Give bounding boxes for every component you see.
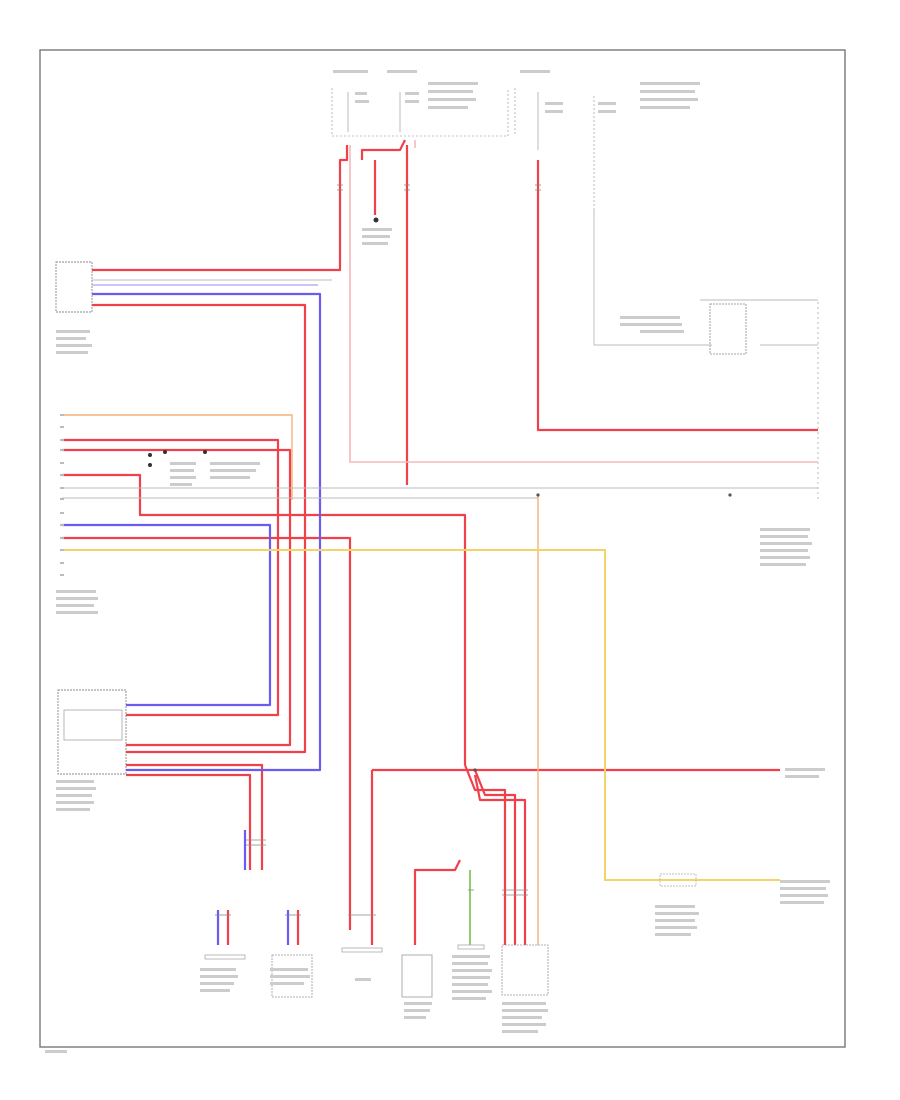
- wire-red-6: [536, 160, 818, 432]
- passenger-occupant-module: [57, 689, 127, 775]
- wires-gray: [62, 210, 818, 499]
- wire-orange-1: [62, 414, 293, 500]
- bottom-component-2: [270, 954, 313, 998]
- diagram-frame: [39, 49, 846, 1048]
- wire-red-12: [126, 773, 252, 870]
- wire-red-11: [126, 763, 264, 870]
- wires-orange: [62, 414, 539, 945]
- wire-red-3: [360, 139, 406, 160]
- module-label: [56, 780, 96, 811]
- top-fuse-block-right: [514, 88, 595, 210]
- top-labels: [333, 70, 700, 113]
- wires-pink: [349, 140, 818, 463]
- wires-yellow: [62, 549, 780, 881]
- switch-symbols: [148, 450, 207, 467]
- bottom-component-4: [401, 954, 433, 1019]
- wire-red-15: [473, 769, 517, 945]
- wire-red-10: [62, 473, 467, 765]
- top-fuse-block-left: [331, 88, 509, 137]
- wire-red-16: [463, 764, 507, 945]
- wire-red-2: [92, 303, 307, 754]
- wire-gray-4: [593, 210, 712, 346]
- ground-top: [362, 217, 392, 245]
- figure-code: [45, 1050, 67, 1053]
- bottom-right-connector: [655, 873, 699, 936]
- module-inner-box: [63, 709, 123, 741]
- wire-red-9: [62, 536, 352, 930]
- bottom-right-label: [780, 768, 830, 904]
- connector-ticks: [215, 184, 541, 916]
- wire-red-7: [62, 438, 280, 717]
- right-relay-box: [709, 303, 747, 355]
- wire-red-8: [62, 448, 292, 747]
- wires-blue: [62, 292, 322, 945]
- bottom-component-6: [501, 944, 549, 1033]
- wire-pink-1: [349, 145, 818, 463]
- wire-blue-1: [92, 292, 322, 772]
- bottom-component-5: [452, 944, 492, 1000]
- connector-left-middle: [56, 590, 98, 614]
- splice-dots: [473, 493, 732, 772]
- left-pin-ticks: [60, 414, 64, 576]
- switch-labels: [170, 462, 260, 486]
- wires-red: [62, 139, 818, 945]
- right-module-label: [760, 528, 812, 566]
- bottom-component-1: [200, 954, 246, 992]
- wire-red-18: [473, 774, 527, 945]
- bottom-component-3: [341, 947, 383, 981]
- wire-blue-2: [62, 523, 272, 707]
- wire-yellow-1: [62, 549, 780, 881]
- wire-red-1: [92, 145, 349, 272]
- component-box-left-top: [55, 261, 93, 313]
- component-label-left-top: [56, 330, 92, 354]
- right-relay-label: [620, 316, 684, 333]
- wire-red-17: [413, 859, 461, 945]
